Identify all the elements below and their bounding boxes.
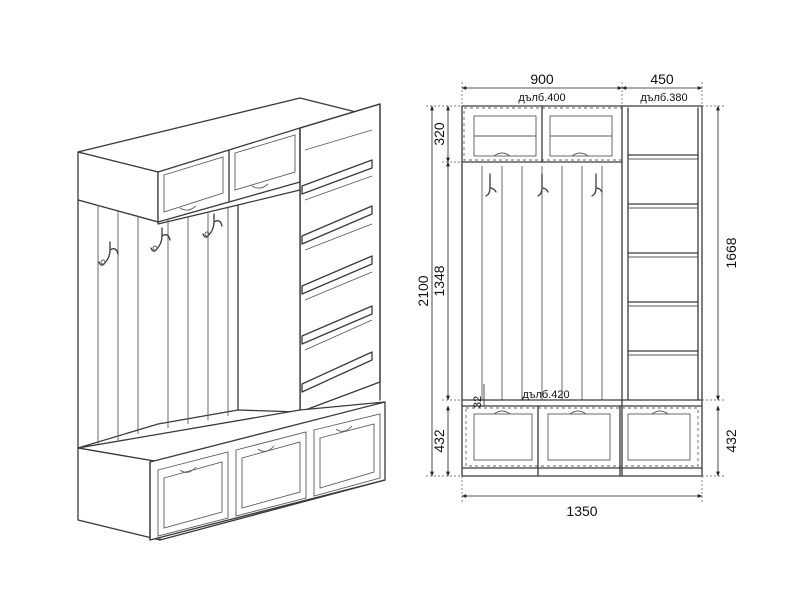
dim-shelf-height: 1668 — [723, 237, 739, 268]
isometric-view — [77, 97, 386, 541]
dim-panel-height: 1348 — [431, 265, 447, 296]
coat-hook-icon — [150, 227, 171, 252]
dim-bench-height-right: 432 — [723, 429, 739, 453]
dim-bench-height-left: 432 — [431, 429, 447, 453]
shelves — [301, 129, 373, 393]
dim-top-side-width: 450 — [650, 71, 674, 87]
dim-total-height: 2100 — [415, 275, 431, 306]
coat-hook-icon — [98, 241, 119, 266]
back-panel — [77, 189, 301, 449]
dim-depth-side: дълб.380 — [640, 92, 687, 104]
elevation-shelves — [627, 154, 699, 356]
bench-front-left — [77, 447, 161, 541]
dimension-lines — [426, 82, 724, 502]
coat-hook-icon — [537, 173, 549, 197]
coat-hook-icon — [591, 173, 603, 197]
dim-depth-bench: дълб.420 — [522, 389, 569, 401]
front-elevation — [461, 105, 703, 477]
coat-hook-icon — [485, 173, 497, 197]
dim-total-width: 1350 — [566, 503, 597, 519]
coat-hook-icon — [202, 213, 223, 238]
elevation-back-boards — [481, 166, 603, 400]
bench-drawers — [157, 413, 381, 537]
dim-depth-top: дълб.400 — [518, 92, 565, 104]
dim-top-height: 320 — [431, 122, 447, 146]
dim-top-width: 900 — [530, 71, 554, 87]
back-panel-boards — [97, 204, 239, 445]
dim-bench-gap: 32 — [472, 396, 484, 408]
